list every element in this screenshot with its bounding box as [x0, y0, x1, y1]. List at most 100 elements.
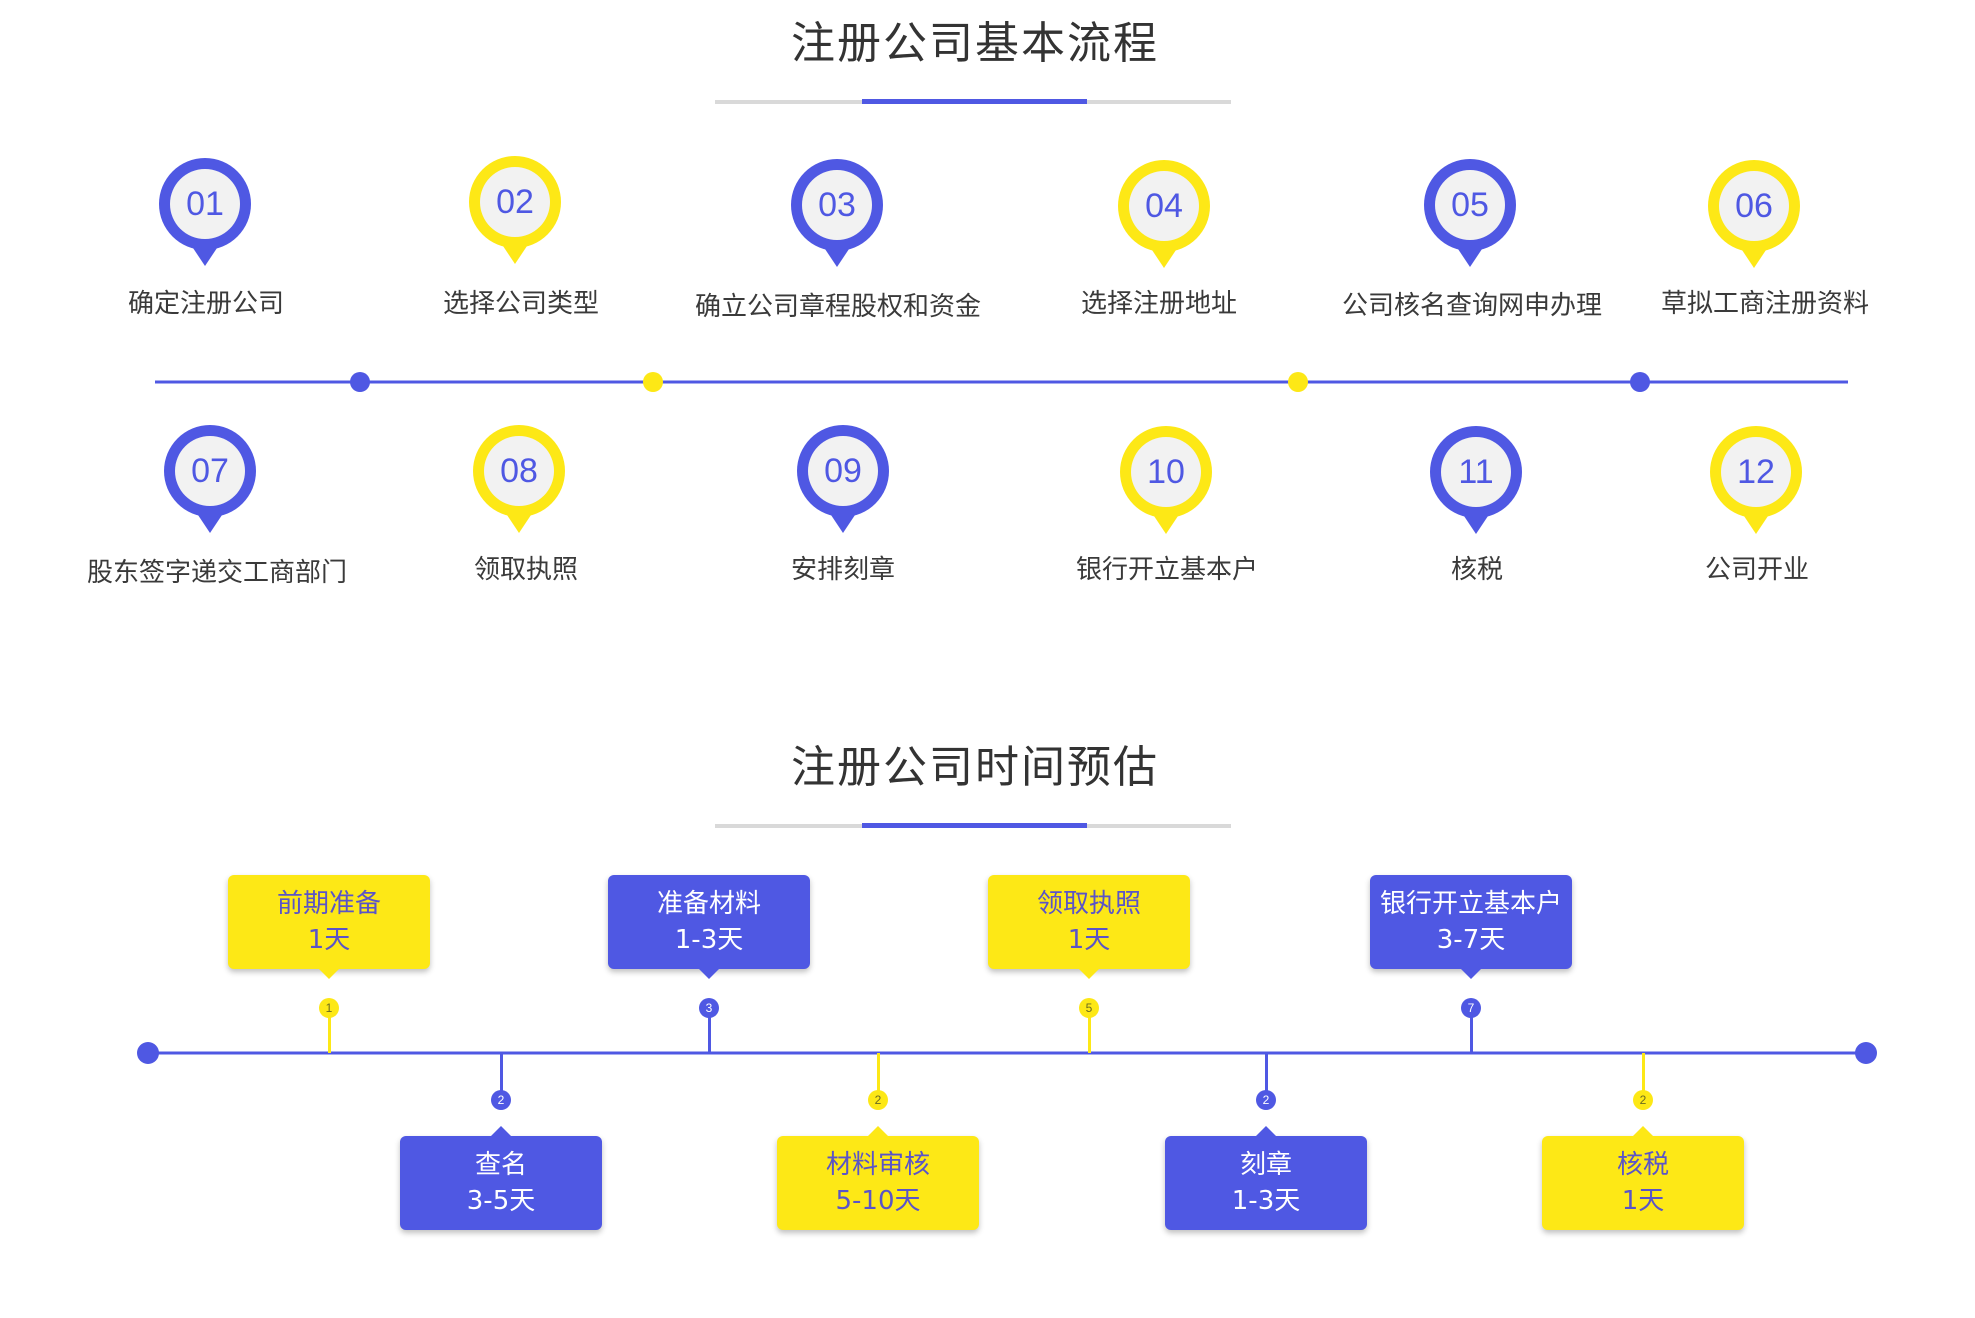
map-pin-icon: [1424, 159, 1516, 267]
pointer-arrow-icon: [319, 969, 339, 979]
timeline-stem: [1265, 1053, 1268, 1101]
timeline-step-name: 准备材料: [656, 889, 761, 919]
step-number: 12: [1737, 452, 1775, 491]
timeline-step-badge: 2: [491, 1090, 511, 1110]
map-pin-icon: [791, 159, 883, 267]
step-number: 08: [500, 451, 538, 490]
step-label-11: 核税: [1450, 555, 1503, 585]
process-title: 注册公司基本流程: [791, 18, 1159, 69]
timeline-step-name: 查名: [474, 1150, 527, 1180]
step-label-07: 股东签字递交工商部门: [86, 558, 347, 588]
timeline-step-badge: 2: [868, 1090, 888, 1110]
step-pin-11: 11: [1424, 420, 1528, 536]
timeline-step-name: 刻章: [1239, 1150, 1292, 1180]
map-pin-icon: [159, 158, 251, 266]
timeline-step-name: 材料审核: [825, 1150, 930, 1180]
timeline-step-name: 核税: [1616, 1150, 1669, 1180]
timeline-stem: [1470, 1012, 1473, 1053]
timeline-box: 前期准备 1天: [228, 875, 430, 979]
timeline-stem: [500, 1053, 503, 1101]
step-number: 09: [824, 451, 862, 490]
timeline-step-days: 3-5天: [466, 1186, 536, 1216]
timeline-box: 刻章 1-3天: [1165, 1126, 1367, 1230]
step-pin-09: 09: [791, 419, 895, 535]
step-label-06: 草拟工商注册资料: [1660, 289, 1869, 319]
step-label-08: 领取执照: [473, 555, 578, 585]
step-pin-10: 10: [1114, 420, 1218, 536]
timeline-stem: [877, 1053, 880, 1101]
timeline-box: 准备材料 1-3天: [608, 875, 810, 979]
timeline-step-days: 1天: [1621, 1186, 1665, 1216]
step-number: 04: [1145, 186, 1183, 225]
step-number: 02: [496, 182, 534, 221]
timeline-step-days: 1天: [307, 925, 351, 955]
timeline-step-days: 5-10天: [835, 1186, 921, 1216]
step-number: 03: [818, 185, 856, 224]
timeline-step-badge: 5: [1079, 998, 1099, 1018]
timeline-box: 查名 3-5天: [400, 1126, 602, 1230]
map-pin-icon: [797, 425, 889, 533]
timeline-step-badge: 1: [319, 998, 339, 1018]
step-label-10: 银行开立基本户: [1075, 555, 1258, 585]
step-label-03: 确立公司章程股权和资金: [694, 292, 981, 322]
timeline-stem: [1088, 1012, 1091, 1053]
map-pin-icon: [1118, 160, 1210, 268]
timeline-step-name: 领取执照: [1036, 889, 1141, 919]
timeline-step-name: 前期准备: [276, 889, 381, 919]
step-label-12: 公司开业: [1704, 555, 1809, 585]
step-pin-05: 05: [1418, 153, 1522, 269]
timeline-start-dot: [137, 1042, 159, 1064]
map-pin-icon: [1708, 160, 1800, 268]
timeline-step-days: 1-3天: [674, 925, 744, 955]
process-connector: [155, 372, 1848, 392]
step-label-09: 安排刻章: [790, 555, 895, 585]
step-pin-03: 03: [785, 153, 889, 269]
step-label-02: 选择公司类型: [442, 289, 599, 319]
pointer-arrow-icon: [1079, 969, 1099, 979]
step-pin-12: 12: [1704, 420, 1808, 536]
process-title-rule: [715, 99, 1231, 104]
pointer-arrow-icon: [1633, 1126, 1653, 1136]
timeline-stem: [328, 1012, 331, 1053]
step-number: 07: [191, 451, 229, 490]
timeline-step-badge: 2: [1633, 1090, 1653, 1110]
pointer-arrow-icon: [1461, 969, 1481, 979]
step-label-04: 选择注册地址: [1080, 289, 1237, 319]
pointer-arrow-icon: [491, 1126, 511, 1136]
timeline-title-rule: [715, 823, 1231, 828]
timeline-box: 材料审核 5-10天: [777, 1126, 979, 1230]
step-label-01: 确定注册公司: [127, 289, 284, 319]
map-pin-icon: [1430, 426, 1522, 534]
connector-dot: [1288, 372, 1308, 392]
map-pin-icon: [469, 156, 561, 264]
timeline-stem: [708, 1012, 711, 1053]
pointer-arrow-icon: [1256, 1126, 1276, 1136]
timeline-step-days: 1天: [1067, 925, 1111, 955]
pointer-arrow-icon: [699, 969, 719, 979]
map-pin-icon: [473, 425, 565, 533]
step-pin-04: 04: [1112, 154, 1216, 270]
step-number: 05: [1451, 185, 1489, 224]
step-pin-08: 08: [467, 419, 571, 535]
connector-dot: [643, 372, 663, 392]
timeline-title: 注册公司时间预估: [791, 742, 1159, 793]
step-pin-01: 01: [153, 152, 257, 268]
connector-dot: [1630, 372, 1650, 392]
step-pin-06: 06: [1702, 154, 1806, 270]
map-pin-icon: [1710, 426, 1802, 534]
connector-dot: [350, 372, 370, 392]
map-pin-icon: [164, 425, 256, 533]
timeline-step-badge: 7: [1461, 998, 1481, 1018]
timeline-box: 核税 1天: [1542, 1126, 1744, 1230]
timeline-step-days: 3-7天: [1436, 925, 1506, 955]
timeline-step-badge: 2: [1256, 1090, 1276, 1110]
timeline-end-dot: [1855, 1042, 1877, 1064]
step-pin-02: 02: [463, 150, 567, 266]
step-pin-07: 07: [158, 419, 262, 535]
pointer-arrow-icon: [868, 1126, 888, 1136]
step-number: 01: [186, 184, 224, 223]
timeline-step-days: 1-3天: [1231, 1186, 1301, 1216]
step-label-05: 公司核名查询网申办理: [1341, 291, 1602, 321]
